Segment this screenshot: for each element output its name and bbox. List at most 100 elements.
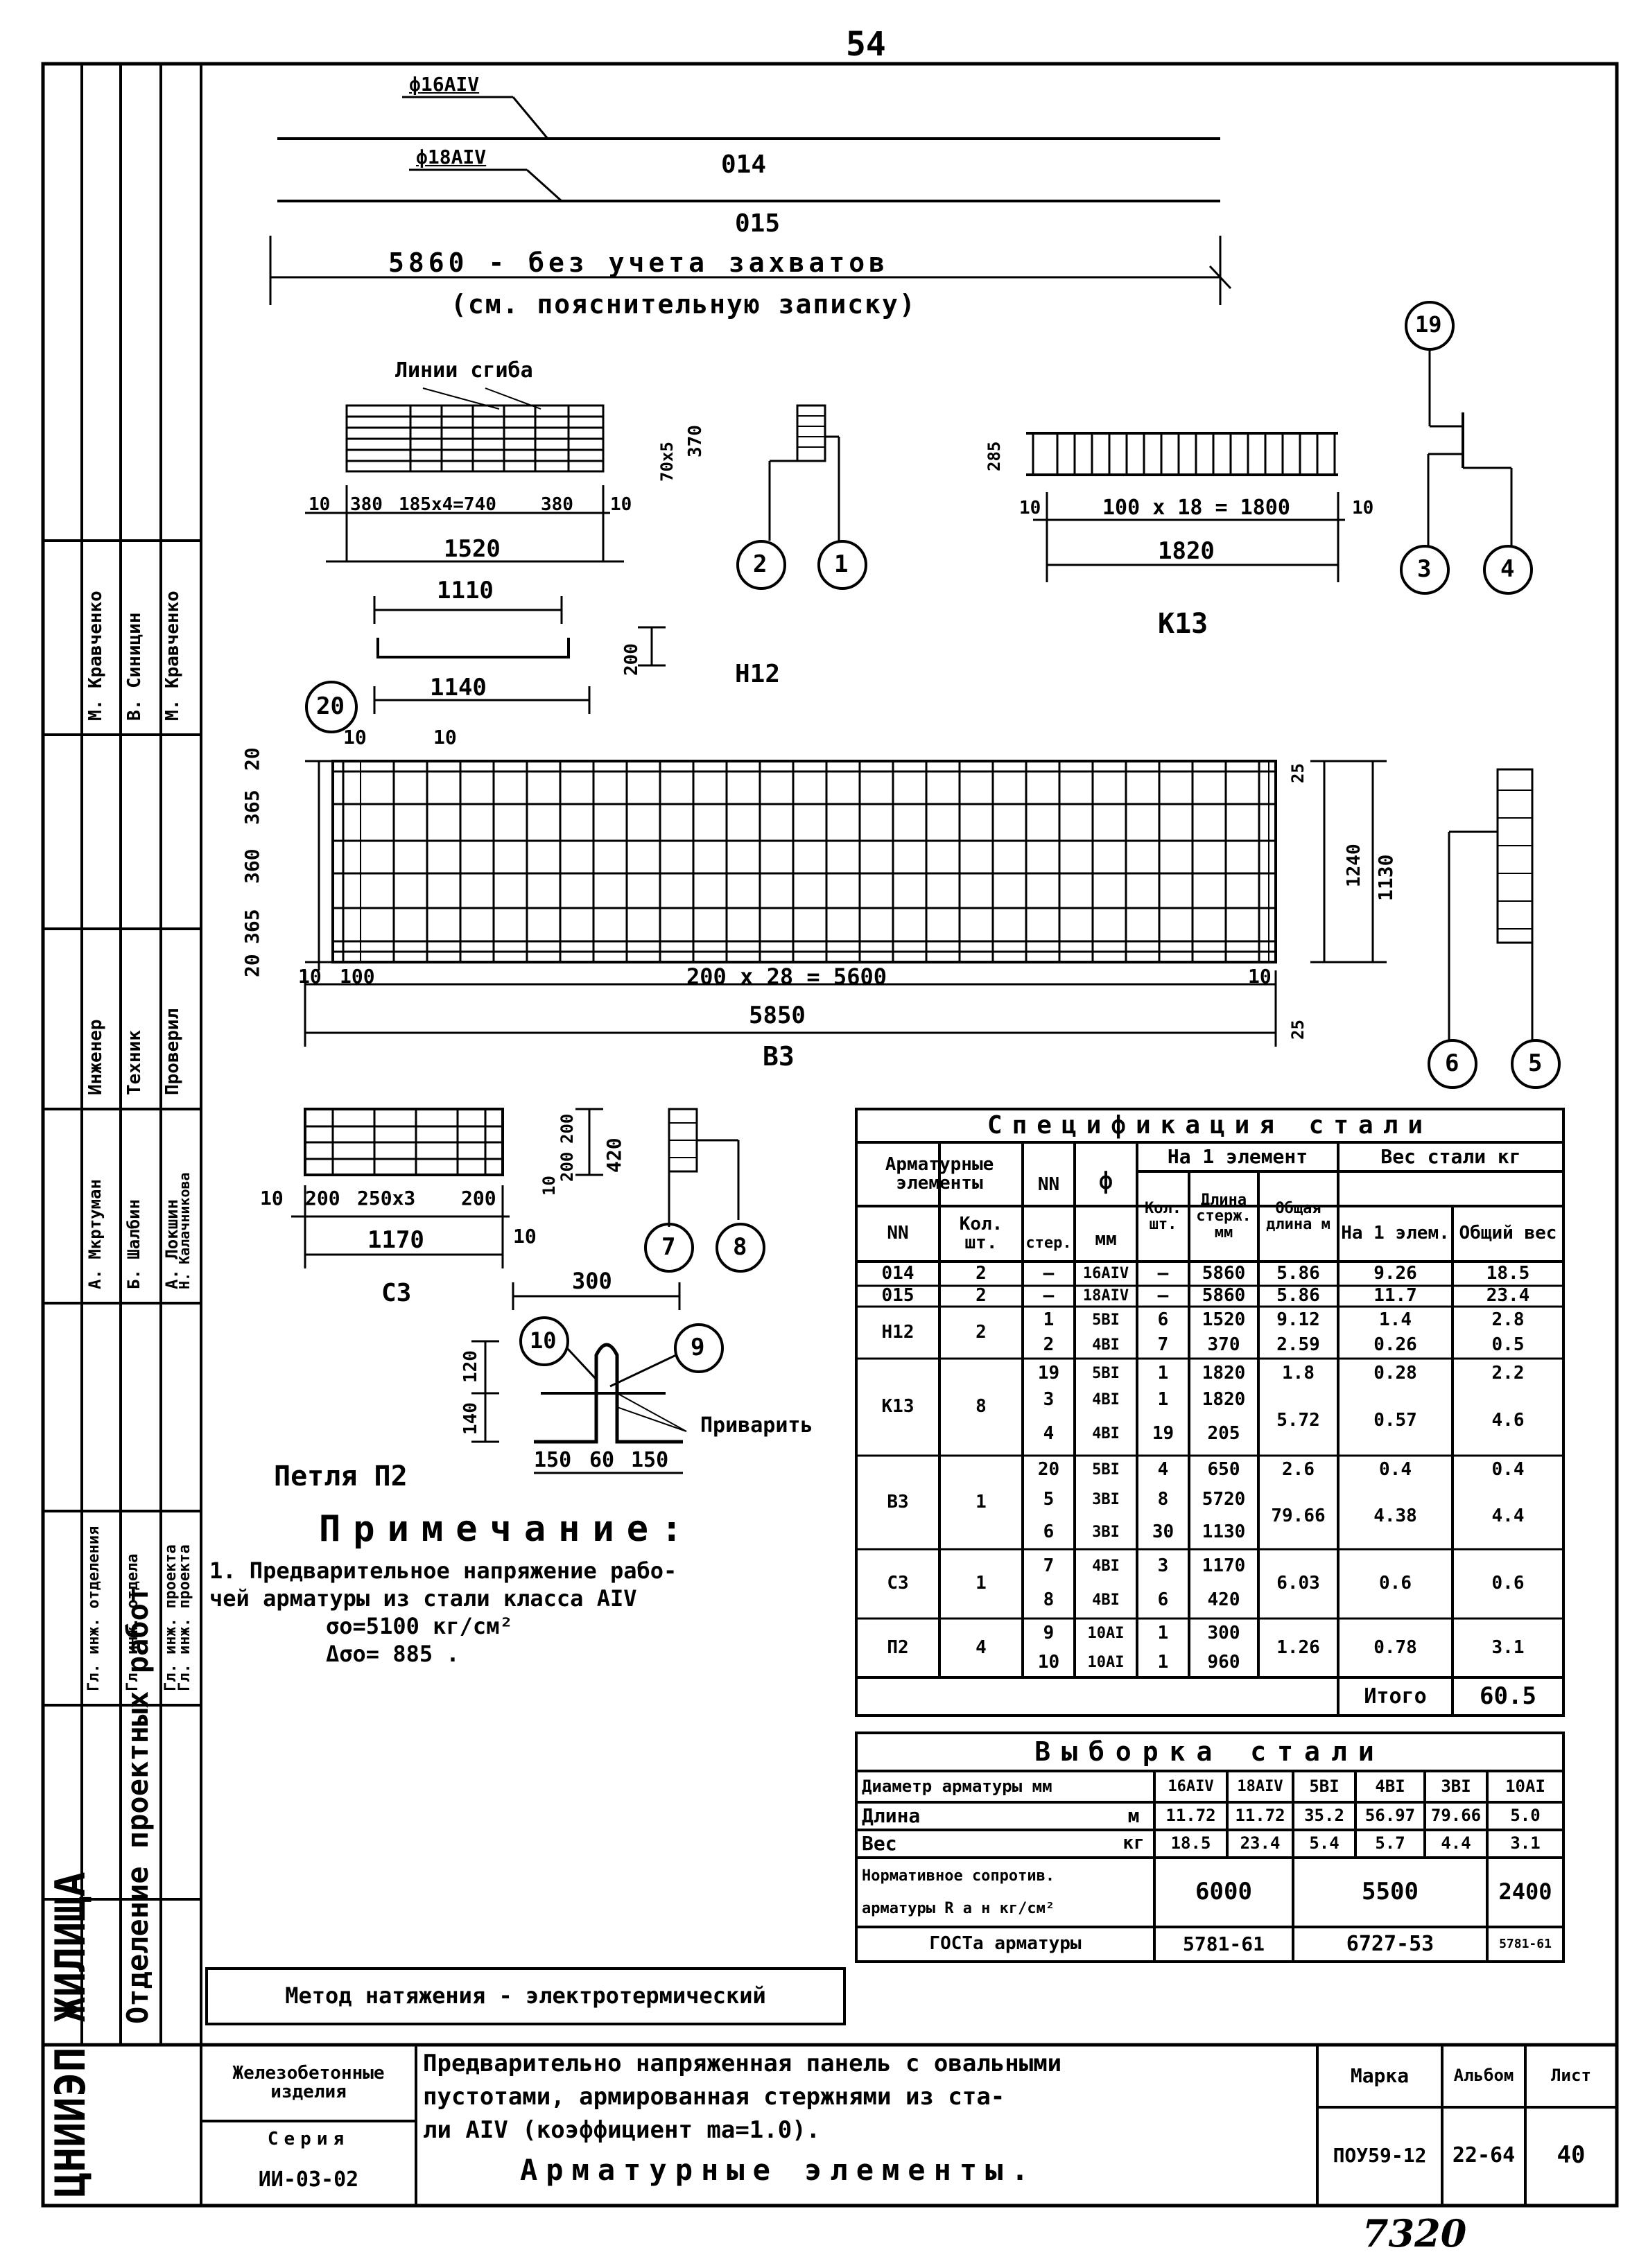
- h12-name: Н12: [735, 660, 781, 688]
- spec-cell: 0.6: [1379, 1573, 1412, 1594]
- spec-cell: 2: [976, 1263, 987, 1284]
- spec-cell: 4BI: [1092, 1391, 1120, 1409]
- p2-dim-60: 60: [589, 1448, 615, 1472]
- spec-cell: 1.4: [1379, 1309, 1412, 1331]
- p2-dim-150a: 150: [534, 1448, 572, 1472]
- spec-cell: 16AIV: [1082, 1265, 1129, 1283]
- title-desc-1: Предварительно напряженная панель с овал…: [423, 2050, 1062, 2077]
- callout-2: 2: [753, 550, 768, 578]
- selection-len-label: Длина: [862, 1804, 921, 1828]
- c3-dim-250x3: 250x3: [357, 1187, 416, 1210]
- selection-col: 5BI: [1309, 1777, 1339, 1797]
- bend-lines-label: Линии сгиба: [395, 358, 533, 383]
- selection-len-value: 11.72: [1165, 1806, 1216, 1826]
- b3-dim-right-25b: 25: [1288, 1020, 1308, 1040]
- selection-gost-value: 5781-61: [1182, 1933, 1265, 1956]
- sidebar-name-4: Н. Калачникова: [176, 1172, 193, 1289]
- method-note: Метод натяжения - электротермический: [285, 1982, 766, 2009]
- bar-top-label: ф16АIV: [409, 73, 480, 96]
- spec-cell: 8: [1043, 1589, 1055, 1611]
- h12-dim-380b: 380: [541, 494, 573, 515]
- spec-h-q: Кол. шт.: [1145, 1199, 1181, 1233]
- spec-cell: 8: [1157, 1489, 1169, 1510]
- c3-dim-10a: 10: [260, 1187, 284, 1210]
- spec-cell: 0.26: [1373, 1334, 1417, 1356]
- selection-wt-value: 3.1: [1510, 1833, 1541, 1853]
- b3-dim-right-1240: 1240: [1344, 844, 1364, 887]
- selection-wt-value: 23.4: [1240, 1833, 1281, 1853]
- spec-cell: 1: [1157, 1623, 1169, 1644]
- spec-cell: 1: [976, 1573, 987, 1594]
- b3-dim-100: 100: [340, 965, 375, 988]
- b3-dim-side-20b: 20: [241, 954, 263, 977]
- selection-title: Выборка стали: [1034, 1736, 1385, 1768]
- selection-h-dia: Диаметр арматуры мм: [862, 1777, 1052, 1797]
- spec-cell: 20: [1037, 1459, 1060, 1481]
- spec-cell: 300: [1207, 1623, 1240, 1644]
- spec-cell: 30: [1152, 1521, 1174, 1543]
- selection-norm-value: 5500: [1362, 1878, 1419, 1906]
- spec-h-mm: мм: [1095, 1229, 1117, 1250]
- spec-cell: 2.2: [1491, 1363, 1525, 1384]
- selection-norm-value: 6000: [1195, 1878, 1252, 1906]
- spec-cell: 0.57: [1373, 1410, 1417, 1431]
- selection-norm-label-2: арматуры R a н кг/см²: [862, 1900, 1055, 1918]
- spec-cell: 6: [1157, 1589, 1169, 1611]
- note-line-2: чей арматуры из стали класса АIV: [209, 1585, 637, 1612]
- sidebar-name2-2: В. Синицин: [124, 612, 145, 721]
- spec-cell: 370: [1207, 1334, 1240, 1356]
- k13-dim-285: 285: [985, 441, 1004, 471]
- spec-total-value: 60.5: [1480, 1682, 1536, 1711]
- title-mark: ПОУ59-12: [1333, 2144, 1427, 2167]
- bar-bottom-label: ф18АIV: [416, 146, 487, 168]
- spec-cell: 4BI: [1092, 1558, 1120, 1576]
- spec-cell: 9.26: [1373, 1263, 1417, 1284]
- c3-dim-10b: 10: [513, 1225, 537, 1248]
- spec-cell: 6.03: [1276, 1573, 1320, 1594]
- title-desc-4: Арматурные элементы.: [520, 2153, 1037, 2187]
- callout-20: 20: [316, 692, 345, 720]
- h12-dim-70x5: 70x5: [657, 442, 677, 482]
- k13-dim-10b: 10: [1352, 498, 1374, 518]
- callout-8: 8: [733, 1233, 747, 1261]
- c3-dim-200a: 200: [305, 1187, 340, 1210]
- selection-wt-label: Вес: [862, 1832, 897, 1856]
- spec-cell: 11.7: [1373, 1286, 1417, 1306]
- selection-wt-value: 4.4: [1441, 1833, 1471, 1853]
- title-series: ИИ-03-02: [258, 2167, 359, 2192]
- c3-dim-420: 420: [602, 1137, 625, 1173]
- selection-wt-value: 5.4: [1309, 1833, 1339, 1853]
- spec-cell: 1820: [1202, 1389, 1246, 1411]
- spec-cell: 1520: [1202, 1309, 1246, 1331]
- spec-cell: —: [1157, 1263, 1169, 1284]
- sidebar-role2-2: Техник: [124, 1030, 145, 1095]
- spec-cell: 5: [1043, 1489, 1055, 1510]
- spec-cell: —: [1157, 1286, 1169, 1306]
- b3-name: В3: [763, 1041, 795, 1072]
- b3-dim-5850: 5850: [749, 1002, 806, 1029]
- spec-cell: 2.6: [1282, 1459, 1315, 1481]
- p2-dim-300: 300: [572, 1268, 612, 1294]
- spec-cell: 18.5: [1486, 1263, 1530, 1284]
- selection-len-value: 56.97: [1364, 1806, 1416, 1826]
- spec-cell: С3: [887, 1573, 909, 1594]
- spec-cell: 7: [1043, 1555, 1055, 1577]
- b3-dim-right-1130: 1130: [1374, 854, 1397, 901]
- c3-name: С3: [381, 1279, 412, 1307]
- b3-dim-10-left: 10: [298, 965, 322, 988]
- spec-total-label: Итого: [1364, 1684, 1427, 1709]
- spec-h-rod: стер.: [1025, 1235, 1072, 1253]
- spec-cell: 5BI: [1092, 1365, 1120, 1383]
- p2-dim-120: 120: [460, 1350, 481, 1383]
- b3-dim-right-25a: 25: [1288, 763, 1308, 783]
- title-h-sheet: Лист: [1551, 2066, 1591, 2086]
- h12-dim-left-10: 10: [309, 494, 331, 515]
- b3-dim-side-365a: 365: [241, 790, 263, 825]
- spec-cell: 0.28: [1373, 1363, 1417, 1384]
- spec-cell: 10AI: [1087, 1654, 1125, 1672]
- spec-h-wtotal: Общий вес: [1459, 1223, 1557, 1244]
- h12-dim-right-10: 10: [610, 494, 632, 515]
- bar-mark-lower: 015: [735, 209, 781, 238]
- b3-dim-side-20a: 20: [241, 747, 263, 771]
